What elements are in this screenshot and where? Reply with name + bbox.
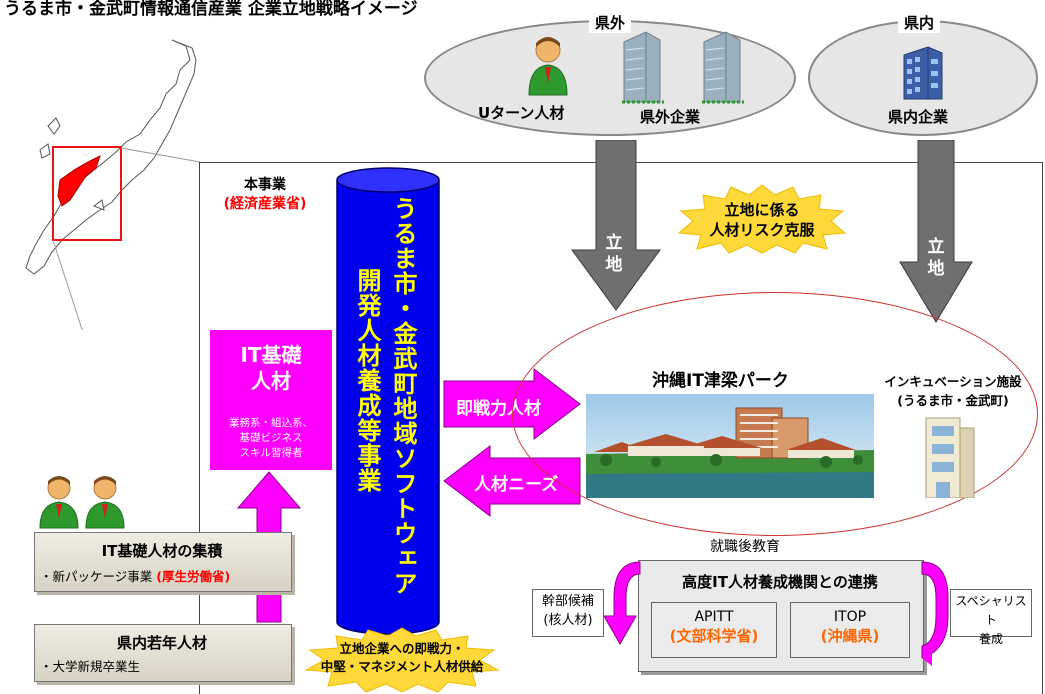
apitt-org: (文部科学省) <box>669 627 759 645</box>
page-title: うるま市・金武町情報通信産業 企業立地戦略イメージ <box>4 0 418 19</box>
curved-arrow-left <box>603 561 641 646</box>
apitt-box: APITT (文部科学省) <box>651 602 777 658</box>
youth-box <box>34 624 292 682</box>
inside-company-label: 県内企業 <box>888 108 949 126</box>
highlighted-region <box>57 155 101 207</box>
left-tag-line-1: 幹部候補 <box>541 594 594 609</box>
inside-label: 県内 <box>898 12 941 33</box>
post-employment-label: 就職後教育 <box>706 536 784 556</box>
curved-arrow-right <box>921 561 949 666</box>
it-base-detail-2: 基礎ビジネス <box>239 432 303 444</box>
incubation-building-icon <box>925 417 975 498</box>
apitt-name: APITT <box>694 609 734 625</box>
incubation-line-1: インキュベーション施設 <box>884 374 1022 389</box>
location-label-right: 立地 <box>927 237 945 279</box>
outside-label: 県外 <box>589 12 632 33</box>
office-building-icon <box>903 46 943 100</box>
specialist-tag: スペシャリスト 養成 <box>950 589 1032 646</box>
right-tag-line-1: スペシャリスト <box>955 594 1027 627</box>
accumulation-sub: ・新パッケージ事業 (厚生労働省) <box>40 566 230 585</box>
advanced-it-title: 高度IT人材養成機関との連携 <box>682 573 878 591</box>
person-icon <box>39 476 79 529</box>
building-icon <box>702 31 744 104</box>
supply-line-2: 中堅・マネジメント人材供給 <box>320 659 484 674</box>
project-cylinder <box>336 167 440 635</box>
risk-overcome-burst <box>677 184 847 254</box>
uturn-label: Uターン人材 <box>478 104 565 122</box>
it-park-illustration <box>586 394 874 498</box>
executive-candidate-tag: 幹部候補 (核人材) <box>532 589 604 637</box>
supply-text: 立地企業への即戦力・ 中堅・マネジメント人材供給 <box>318 640 486 676</box>
risk-line-2: 人材リスク克服 <box>709 221 815 239</box>
it-base-box <box>210 330 332 470</box>
it-base-detail: 業務系・組込系、 基礎ビジネス スキル習得者 <box>210 416 332 461</box>
it-base-detail-3: スキル習得者 <box>239 447 303 459</box>
accumulation-ministry: (厚生労働省) <box>156 569 231 584</box>
project-line-1: 本事業 <box>244 177 286 193</box>
project-label: 本事業 (経済産業省) <box>210 176 320 214</box>
it-park-ellipse <box>512 292 1038 536</box>
incubation-line-2: (うるま市・金武町) <box>897 393 1009 408</box>
outside-company-label: 県外企業 <box>640 108 701 126</box>
youth-sub: ・大学新規卒業生 <box>40 659 141 674</box>
cylinder-text-1: うるま市・金武町地域ソフトウェア <box>389 196 417 596</box>
region-highlight-box <box>52 146 122 241</box>
location-arrow-right <box>899 140 973 323</box>
it-base-line-1: IT基礎 <box>240 343 302 367</box>
talent-needs-label: 人材ニーズ <box>474 475 559 495</box>
it-base-title: IT基礎 人材 <box>210 342 332 394</box>
building-icon <box>622 31 664 104</box>
location-arrow-left <box>571 140 661 311</box>
accumulation-sub-prefix: ・新パッケージ事業 <box>40 569 153 584</box>
it-base-detail-1: 業務系・組込系、 <box>229 417 313 429</box>
it-park-title: 沖縄IT津梁パーク <box>652 371 789 391</box>
supply-burst <box>304 627 500 693</box>
person-icon <box>528 37 568 96</box>
location-label-left: 立地 <box>605 233 623 275</box>
itop-org: (沖縄県) <box>820 627 880 645</box>
okinawa-map <box>25 39 201 330</box>
accumulation-title: IT基礎人材の集積 <box>101 542 223 560</box>
project-ministry: (経済産業省) <box>223 196 307 212</box>
youth-title: 県内若年人材 <box>116 634 207 652</box>
itop-box: ITOP (沖縄県) <box>790 602 910 658</box>
incubation-label: インキュベーション施設 (うるま市・金武町) <box>872 372 1034 410</box>
left-tag-line-2: (核人材) <box>543 613 593 628</box>
risk-overcome-text: 立地に係る 人材リスク克服 <box>706 200 818 240</box>
cylinder-text-2: 開発人材養成等事業 <box>353 268 381 493</box>
risk-line-1: 立地に係る <box>724 201 800 219</box>
accumulation-box <box>34 532 292 592</box>
itop-name: ITOP <box>833 609 867 625</box>
supply-line-1: 立地企業への即戦力・ <box>339 641 465 656</box>
person-icon <box>85 476 125 529</box>
right-tag-line-2: 養成 <box>978 632 1003 646</box>
it-base-line-2: 人材 <box>251 369 291 393</box>
